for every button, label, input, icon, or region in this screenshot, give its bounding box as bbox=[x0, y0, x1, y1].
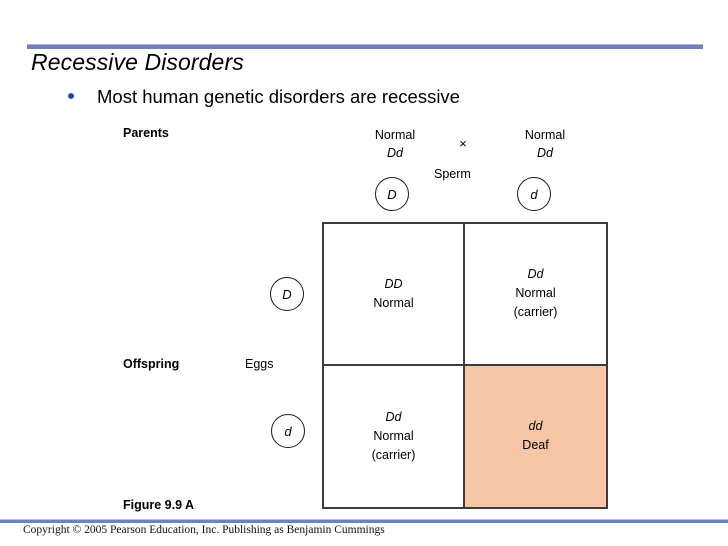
parents-label: Parents bbox=[123, 126, 169, 140]
gamete-egg-d-circle: d bbox=[271, 414, 305, 448]
punnett-cell-dd-genotype: dd bbox=[528, 419, 543, 434]
page-title: Recessive Disorders bbox=[31, 49, 244, 75]
punnett-cell-Dd-bottom-note: (carrier) bbox=[371, 447, 416, 462]
punnett-cell-Dd-bottom-phenotype: Normal bbox=[373, 428, 414, 443]
gamete-sperm-d-circle: d bbox=[517, 177, 551, 211]
eggs-label: Eggs bbox=[245, 357, 274, 371]
punnett-cell-DD-genotype: DD bbox=[384, 276, 403, 291]
punnett-cell-Dd-bottom: Dd Normal (carrier) bbox=[324, 365, 465, 507]
parent-right-genotype: Dd bbox=[537, 146, 553, 160]
parent-left-phenotype: Normal bbox=[374, 128, 416, 142]
figure-caption: Figure 9.9 A bbox=[123, 498, 195, 512]
parent-right-phenotype: Normal bbox=[524, 128, 566, 142]
copyright-notice: Copyright © 2005 Pearson Education, Inc.… bbox=[23, 524, 385, 536]
title-divider-rule bbox=[27, 44, 703, 49]
punnett-cell-Dd-top: Dd Normal (carrier) bbox=[465, 224, 606, 366]
gamete-egg-D-circle: D bbox=[270, 277, 304, 311]
punnett-cell-dd: dd Deaf bbox=[465, 365, 606, 507]
punnett-cell-Dd-top-phenotype: Normal bbox=[515, 286, 556, 301]
gamete-sperm-D-circle: D bbox=[375, 177, 409, 211]
parent-right: Normal Dd bbox=[514, 126, 576, 162]
punnett-cell-DD: DD Normal bbox=[324, 224, 465, 366]
cross-symbol: × bbox=[459, 136, 467, 151]
punnett-cell-dd-phenotype: Deaf bbox=[522, 438, 549, 453]
punnett-cell-Dd-top-note: (carrier) bbox=[513, 305, 558, 320]
punnett-square: DD Normal Dd Normal (carrier) Dd Normal … bbox=[322, 222, 608, 509]
footer-divider-rule bbox=[0, 519, 728, 523]
punnett-cell-Dd-bottom-genotype: Dd bbox=[385, 409, 402, 424]
parent-left: Normal Dd bbox=[364, 126, 426, 162]
punnett-cell-Dd-top-genotype: Dd bbox=[527, 267, 544, 282]
sperm-label: Sperm bbox=[434, 167, 471, 181]
bullet-dot-icon bbox=[68, 93, 74, 99]
punnett-cell-DD-phenotype: Normal bbox=[373, 295, 414, 310]
bullet-list-item: Most human genetic disorders are recessi… bbox=[68, 86, 460, 108]
bullet-item-label: Most human genetic disorders are recessi… bbox=[97, 86, 460, 107]
offspring-label: Offspring bbox=[123, 357, 180, 371]
parent-left-genotype: Dd bbox=[387, 146, 403, 160]
